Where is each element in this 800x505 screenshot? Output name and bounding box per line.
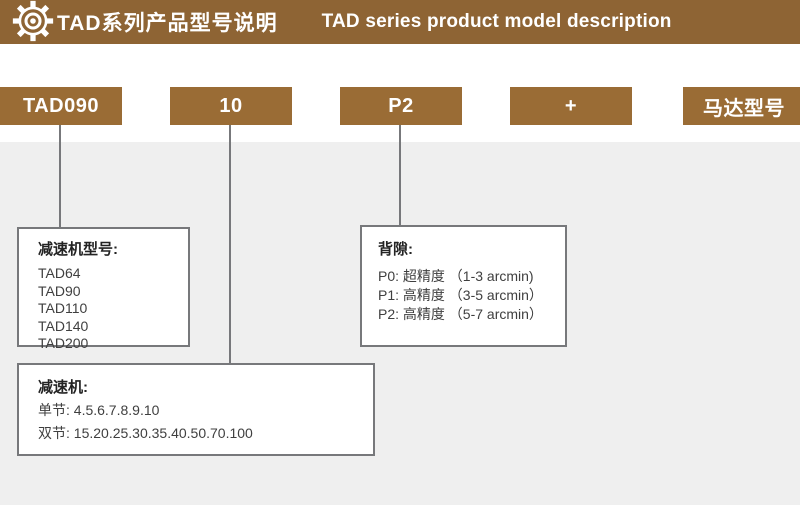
page-title-zh: TAD系列产品型号说明	[57, 12, 278, 35]
backlash-box: 背隙: P0: 超精度 （1-3 arcmin) P1: 高精度 （3-5 ar…	[360, 225, 567, 347]
connector-line-ratio	[229, 125, 231, 364]
page-title-en: TAD series product model description	[321, 11, 672, 32]
list-item: TAD64	[38, 265, 81, 281]
model-segment-plus: +	[510, 87, 632, 125]
list-item: P2: 高精度 （5-7 arcmin）	[378, 306, 543, 322]
reducer-stages-box: 减速机: 单节: 4.5.6.7.8.9.10 双节: 15.20.25.30.…	[17, 363, 375, 456]
list-item: P1: 高精度 （3-5 arcmin）	[378, 287, 543, 303]
model-segment-series: TAD090	[0, 87, 122, 125]
model-segment-backlash: P2	[340, 87, 462, 125]
gear-icon	[12, 0, 54, 42]
reducer-model-title: 减速机型号:	[38, 241, 118, 258]
model-segment-ratio: 10	[170, 87, 292, 125]
list-item: TAD90	[38, 282, 81, 299]
list-item: 单节: 4.5.6.7.8.9.10	[38, 402, 160, 418]
backlash-title: 背隙:	[378, 241, 413, 258]
header-bar: TAD系列产品型号说明 TAD series product model des…	[0, 0, 800, 44]
reducer-model-box: 减速机型号: TAD64 TAD90 TAD110 TAD140 TAD200	[17, 227, 190, 351]
list-item: P0: 超精度 （1-3 arcmin)	[378, 268, 534, 284]
list-item: TAD140	[38, 317, 89, 334]
connector-line-backlash	[399, 125, 401, 226]
connector-line-series	[59, 125, 61, 227]
list-item: TAD110	[38, 300, 88, 316]
reducer-stages-title: 减速机:	[38, 379, 88, 396]
model-segment-motor-model: 马达型号	[683, 87, 800, 125]
list-item: TAD200	[38, 335, 89, 351]
list-item: 双节: 15.20.25.30.35.40.50.70.100	[38, 425, 253, 441]
